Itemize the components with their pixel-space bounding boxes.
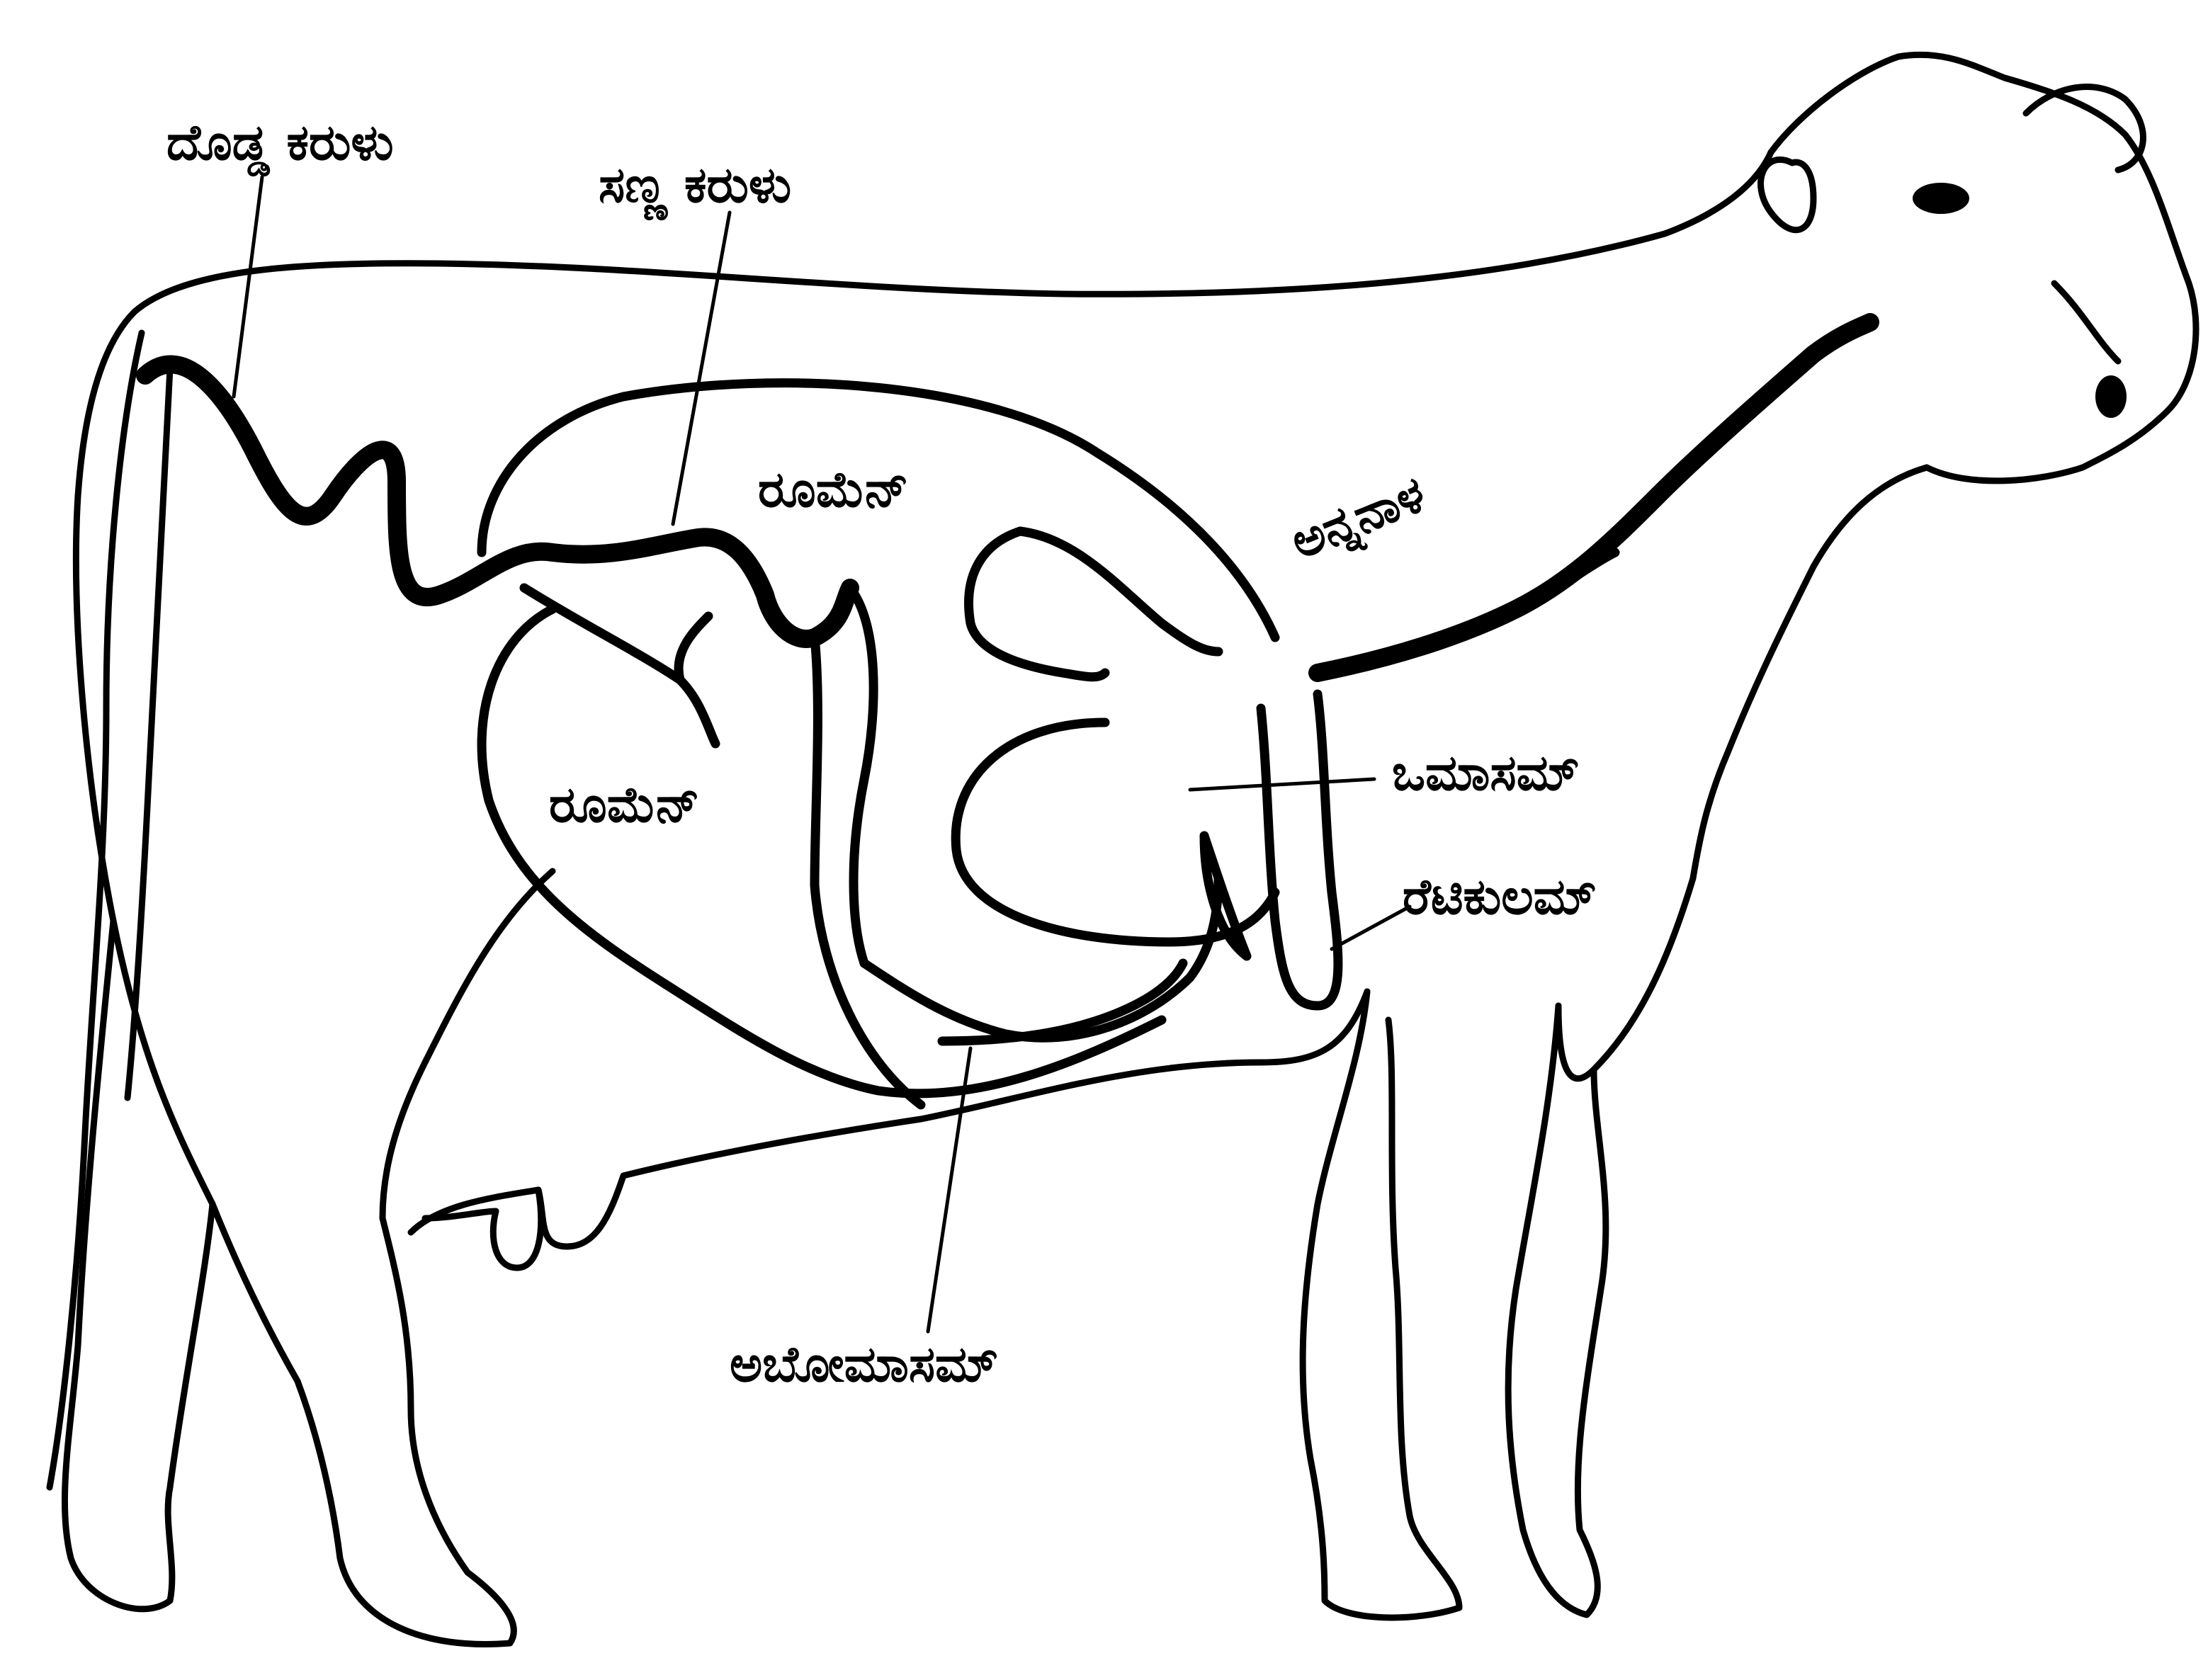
- label-omasum: ಒಮಾಸಮ್: [1392, 744, 1580, 802]
- large-intestine-tract: [145, 364, 850, 638]
- label-large-intestine: ದೊಡ್ಡ ಕರುಳು: [166, 113, 394, 177]
- label-esophagus: ಅನ್ನನಾಳ: [1283, 465, 1435, 574]
- cow-eye: [1913, 183, 1969, 214]
- leader-omasum: [1190, 779, 1374, 790]
- leader-reticulum: [1332, 907, 1410, 949]
- cow-ear-outline: [1761, 159, 1813, 229]
- cow-outline: [50, 55, 2196, 1644]
- label-abomasum: ಅಬೋಮಾಸಮ್: [730, 1335, 998, 1393]
- cow-horn-outline: [2026, 87, 2143, 170]
- rumen-inner-fold-2: [850, 588, 873, 963]
- cow-mouth-outline: [2054, 283, 2118, 361]
- cow-belly-outline: [411, 878, 1693, 1247]
- digestive-organs: [145, 322, 1870, 1105]
- cow-thigh-outline: [383, 871, 553, 1218]
- abomasum-curve: [864, 878, 1218, 1038]
- cow-head-outline: [1771, 55, 2196, 481]
- label-rumen-lower: ರೂಮೆನ್: [549, 776, 700, 834]
- rumen-inner-fold: [815, 637, 921, 1105]
- cow-hind-leg-right-outline: [213, 1204, 514, 1645]
- rumen-upper-curl-2: [1020, 531, 1218, 652]
- cow-front-leg-left-outline: [1303, 992, 1459, 1618]
- cow-nostril: [2095, 375, 2127, 418]
- label-rumen-upper: ರೂಮೆನ್: [758, 460, 909, 518]
- label-reticulum: ರೆಟಿಕುಲಮ್: [1403, 868, 1597, 926]
- leader-large-intestine: [234, 177, 262, 397]
- label-small-intestine: ಸಣ್ಣ ಕರುಳು: [599, 156, 791, 221]
- cow-neck-outline: [1693, 467, 1927, 878]
- cow-back-outline: [135, 152, 1771, 312]
- cow-front-leg-right-outline: [1508, 1006, 1606, 1615]
- leader-small-intestine: [673, 212, 730, 524]
- reticulum-body: [1261, 694, 1338, 1006]
